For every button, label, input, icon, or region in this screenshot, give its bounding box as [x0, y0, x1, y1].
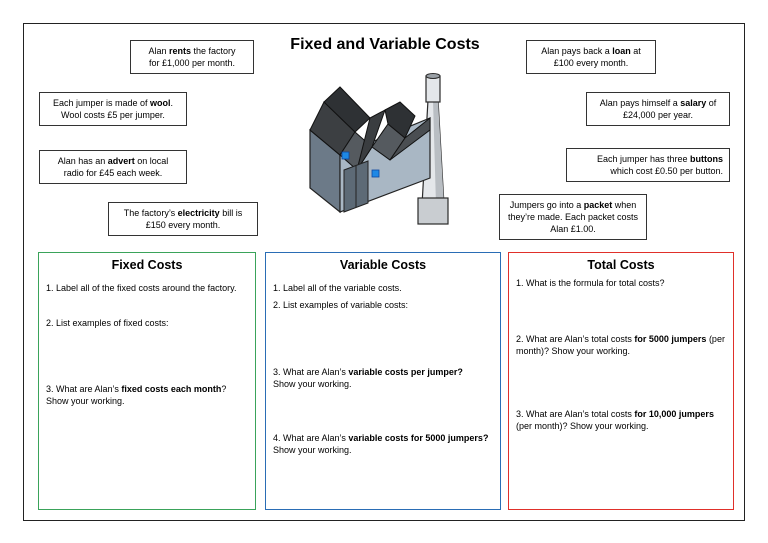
factory-illustration [309, 73, 449, 225]
variable-q2: 2. List examples of variable costs: [273, 300, 409, 310]
total-q2: 2. What are Alan’s total costs for 5000 … [516, 334, 725, 356]
variable-costs-panel: Variable Costs 1. Label all of the varia… [265, 252, 501, 510]
note-wool: Each jumper is made of wool.Wool costs £… [39, 92, 187, 126]
page-title: Fixed and Variable Costs [290, 36, 480, 53]
total-q1: 1. What is the formula for total costs? [516, 278, 665, 288]
fixed-q3: 3. What are Alan’s fixed costs each mont… [46, 384, 227, 406]
variable-q4: 4. What are Alan’s variable costs for 50… [273, 433, 489, 455]
variable-q3: 3. What are Alan’s variable costs per ju… [273, 367, 463, 389]
note-salary: Alan pays himself a salary of£24,000 per… [586, 92, 730, 126]
variable-costs-heading: Variable Costs [339, 258, 427, 272]
note-electricity: The factory’s electricity bill is£150 ev… [108, 202, 258, 236]
fixed-q1: 1. Label all of the fixed costs around t… [46, 283, 237, 293]
total-q3: 3. What are Alan’s total costs for 10,00… [516, 409, 714, 431]
fixed-q2: 2. List examples of fixed costs: [46, 318, 169, 328]
total-costs-heading: Total Costs [587, 258, 655, 272]
total-costs-panel: Total Costs 1. What is the formula for t… [508, 252, 734, 510]
worksheet-frame [23, 23, 745, 521]
fixed-costs-heading: Fixed Costs [111, 258, 183, 272]
variable-q1: 1. Label all of the variable costs. [273, 283, 402, 293]
fixed-costs-panel: Fixed Costs 1. Label all of the fixed co… [38, 252, 256, 510]
note-loan: Alan pays back a loan at£100 every month… [526, 40, 656, 74]
